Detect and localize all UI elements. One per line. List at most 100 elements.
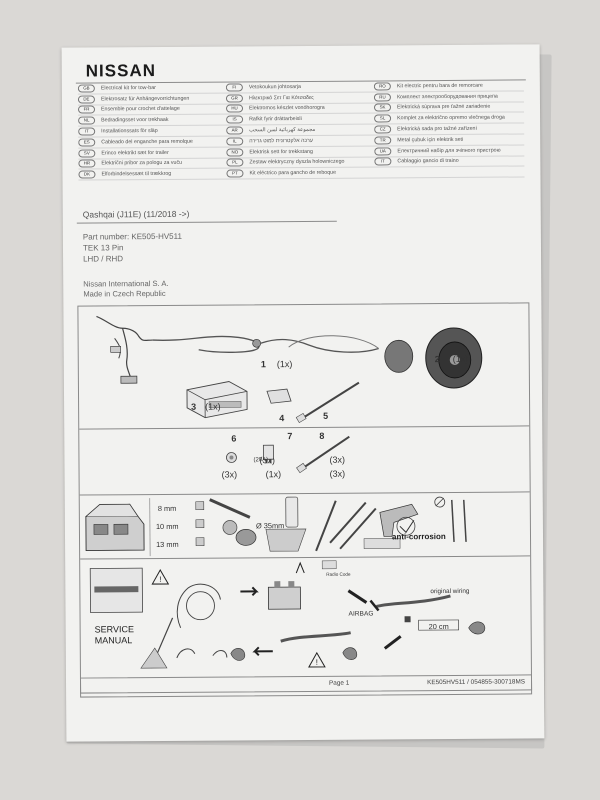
language-text: Zestaw elektryczny dyszla holowniczego bbox=[249, 159, 345, 166]
svg-text:!: ! bbox=[159, 575, 161, 584]
language-text: Rafkit fyrir dráttarbeisli bbox=[249, 116, 302, 123]
component-number: 1 bbox=[260, 359, 266, 370]
language-entry: GB Electrical kit for tow-bar bbox=[77, 83, 226, 93]
language-text: Електричний набір для зчіпного пристрою bbox=[397, 147, 501, 155]
language-entry: AR مجموعة كهربائية لسن السحب bbox=[226, 126, 374, 135]
language-entry: ES Cableado del enganche para remolque bbox=[78, 137, 226, 147]
component-quantity: (1x) bbox=[276, 359, 293, 370]
language-code-badge: GB bbox=[77, 84, 95, 93]
company-name: Nissan International S. A. bbox=[83, 278, 169, 289]
language-entry: SK Elektrická súprava pre ťažné zariadeni… bbox=[373, 103, 522, 112]
language-code-badge: IT bbox=[78, 127, 96, 136]
language-code-badge: DK bbox=[78, 170, 96, 179]
language-code-badge: HR bbox=[78, 159, 96, 169]
airbag-label: AIRBAG bbox=[348, 610, 374, 618]
language-code-badge: IS bbox=[226, 115, 244, 124]
language-entry bbox=[374, 172, 522, 173]
language-text: Vetokoukun johtosarja bbox=[248, 83, 302, 91]
language-code-badge: GR bbox=[225, 94, 243, 103]
component-number: 2 bbox=[434, 354, 440, 365]
language-text: Cableado del enganche para remolque bbox=[101, 138, 193, 146]
vehicle-model: Qashqai (J11E) (11/2018 ->) bbox=[82, 208, 190, 220]
language-text: Kit eléctrico para gancho de reboque bbox=[249, 170, 337, 177]
component-number: 6 bbox=[231, 433, 237, 444]
fuse-rating: (20A) bbox=[253, 457, 269, 464]
language-entry: RU Комплект электрооборудования прицепа bbox=[373, 92, 522, 102]
component-quantity: (3x) bbox=[221, 469, 238, 480]
language-entry: GR Ηλεκτρικό Σετ Για Κότσαδες bbox=[225, 93, 374, 103]
language-code-badge: IT bbox=[374, 157, 392, 166]
component-quantity: (1x) bbox=[452, 353, 469, 364]
radio-code-label: Radio Code bbox=[326, 571, 351, 577]
language-entry: PL Zestaw elektryczny dyszla holowniczego bbox=[226, 158, 374, 167]
harness-illustration bbox=[96, 315, 483, 424]
document-code: KE505HV511 / 054855-300718MS bbox=[427, 678, 526, 687]
language-text: Electrical kit for tow-bar bbox=[100, 84, 156, 92]
language-code-badge: SV bbox=[78, 149, 96, 158]
drive-side: LHD / RHD bbox=[83, 254, 124, 264]
language-text: Metal çubuk için elektrik seti bbox=[397, 136, 464, 144]
language-text: Elektrická súprava pre ťažné zariadenie bbox=[396, 104, 491, 111]
small-parts-illustration bbox=[226, 435, 350, 474]
language-code-badge: TR bbox=[374, 136, 392, 145]
part-number: Part number: KE505-HV511 bbox=[82, 231, 182, 242]
service-manual-line: MANUAL bbox=[94, 635, 133, 646]
language-code-badge: ES bbox=[78, 138, 96, 147]
language-entry: IS Rafkit fyrir dráttarbeisli bbox=[226, 115, 374, 124]
language-list: GB Electrical kit for tow-bar FI Vetokoukun… bbox=[77, 80, 525, 181]
language-text: Elektrosatz für Anhängevorrichtungen bbox=[100, 95, 190, 103]
component-quantity: (3x) bbox=[329, 468, 346, 479]
tool-size: 13 mm bbox=[156, 539, 179, 550]
service-manual-label: SERVICE MANUAL bbox=[95, 624, 135, 646]
language-text: Elektrická sada pro tažné zařízení bbox=[397, 125, 477, 133]
tool-size: 10 mm bbox=[155, 521, 179, 532]
language-text: مجموعة كهربائية لسن السحب bbox=[249, 126, 316, 134]
language-text: Komplet za električno opremo vlečnega dr… bbox=[397, 114, 505, 122]
language-text: Elforbindelsessæt til trækkrog bbox=[101, 171, 172, 178]
component-number: 3 bbox=[191, 401, 197, 412]
language-entry: HU Elektromos készlet vonóhorogra bbox=[225, 104, 374, 114]
language-code-badge: AR bbox=[226, 126, 244, 135]
language-code-badge: RO bbox=[373, 82, 391, 91]
divider bbox=[76, 220, 337, 224]
anti-corrosion-label: anti-corrosion bbox=[391, 532, 446, 542]
language-entry: FI Vetokoukun johtosarja bbox=[225, 82, 374, 92]
language-text: Комплект электрооборудования прицепа bbox=[396, 93, 498, 101]
tools-illustration bbox=[85, 496, 467, 557]
content-box: 1 (1x) 2 (1x) 3 (1x) 4 (3x) 5 (3x) 6 (3x… bbox=[77, 302, 533, 698]
language-code-badge: RU bbox=[373, 93, 391, 102]
cut-length-label: 20 cm bbox=[428, 621, 449, 632]
component-quantity: (1x) bbox=[205, 401, 221, 412]
language-code-badge: HU bbox=[225, 104, 244, 114]
language-entry: TR Metal çubuk için elektrik seti bbox=[374, 135, 522, 145]
language-code-badge: FI bbox=[225, 83, 243, 92]
language-entry: HR Električni pribor za pologu za vuču bbox=[78, 159, 226, 169]
tool-size: 8 mm bbox=[157, 503, 177, 514]
language-text: Ηλεκτρικό Σετ Για Κότσαδες bbox=[248, 94, 314, 102]
language-code-badge: PL bbox=[226, 158, 244, 167]
language-code-badge: NO bbox=[226, 148, 244, 157]
language-code-badge: SK bbox=[373, 103, 392, 112]
language-code-badge: CZ bbox=[374, 125, 392, 134]
hole-diameter: Ø 35mm bbox=[255, 521, 285, 531]
page-number: Page 1 bbox=[329, 679, 350, 687]
language-text: Električni pribor za pologu za vuču bbox=[101, 160, 183, 167]
nissan-logo: NISSAN bbox=[85, 61, 157, 81]
connector-type: TEK 13 Pin bbox=[82, 243, 124, 253]
component-number: 5 bbox=[323, 410, 329, 421]
language-text: Elektromos készlet vonóhorogra bbox=[248, 105, 325, 112]
language-text: Kit electric pentru bara de remorcare bbox=[396, 82, 483, 90]
component-quantity: (1x) bbox=[265, 469, 282, 480]
language-entry: DK Elforbindelsessæt til trækkrog bbox=[78, 170, 226, 179]
steps-illustration: ! ! bbox=[89, 560, 486, 669]
language-text: ערכה אלקטרונית למוט גרירה bbox=[249, 137, 313, 145]
